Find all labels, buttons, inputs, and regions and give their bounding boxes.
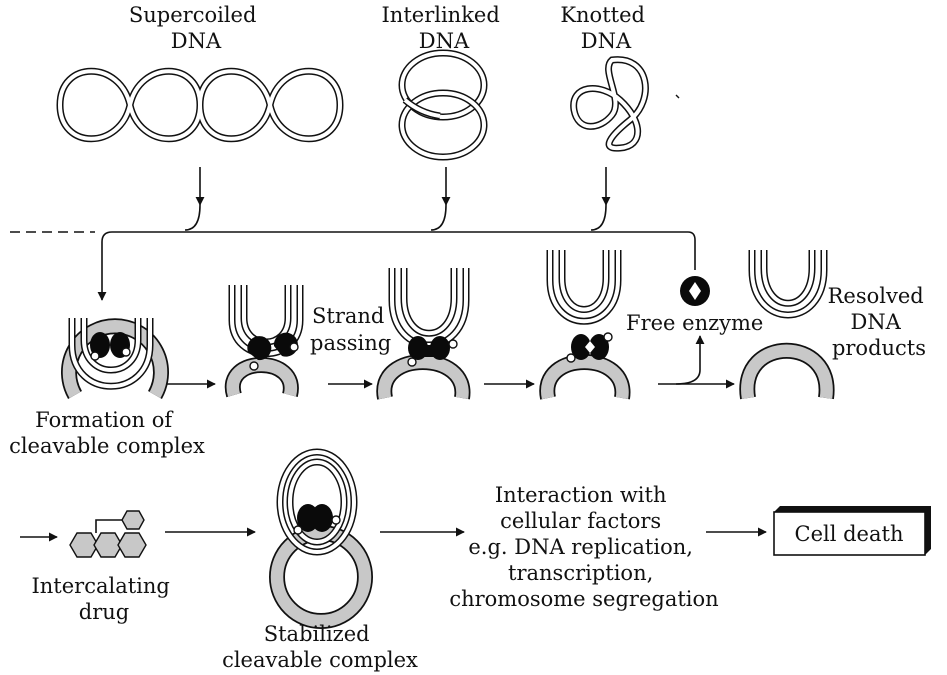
- formation-label: Formation of cleavable complex: [9, 408, 205, 458]
- stabilized-complex-label: Stabilized cleavable complex: [222, 622, 418, 672]
- cell-death-label: Cell death: [795, 522, 904, 546]
- supercoiled-label: Supercoiled DNA: [129, 3, 263, 53]
- free-enzyme-label: Free enzyme: [626, 311, 763, 335]
- interlinked-dna: [398, 49, 488, 161]
- interaction-label: Interaction with cellular factors e.g. D…: [449, 483, 718, 611]
- free-enzyme: [680, 276, 710, 306]
- resolved-dna-label: Resolved DNA products: [828, 284, 931, 360]
- cell-death-box: [773, 506, 931, 556]
- strand-passing-label: Strand passing: [310, 304, 391, 355]
- resolved-products: [739, 250, 835, 400]
- supercoiled-dna: [56, 67, 344, 143]
- complex-step-4: [539, 250, 631, 400]
- complex-step-2: [224, 285, 304, 398]
- intercalating-drug: [69, 510, 147, 558]
- interlinked-label: Interlinked DNA: [382, 3, 507, 53]
- complex-step-1: [61, 318, 169, 399]
- converging-arrows: [10, 167, 696, 301]
- intercalating-drug-label: Intercalating drug: [31, 574, 176, 624]
- complex-step-3: [376, 268, 471, 400]
- knotted-label: Knotted DNA: [560, 3, 651, 53]
- knotted-dna: [570, 56, 649, 152]
- step-arrows: [167, 335, 735, 389]
- stabilized-complex: [269, 448, 373, 629]
